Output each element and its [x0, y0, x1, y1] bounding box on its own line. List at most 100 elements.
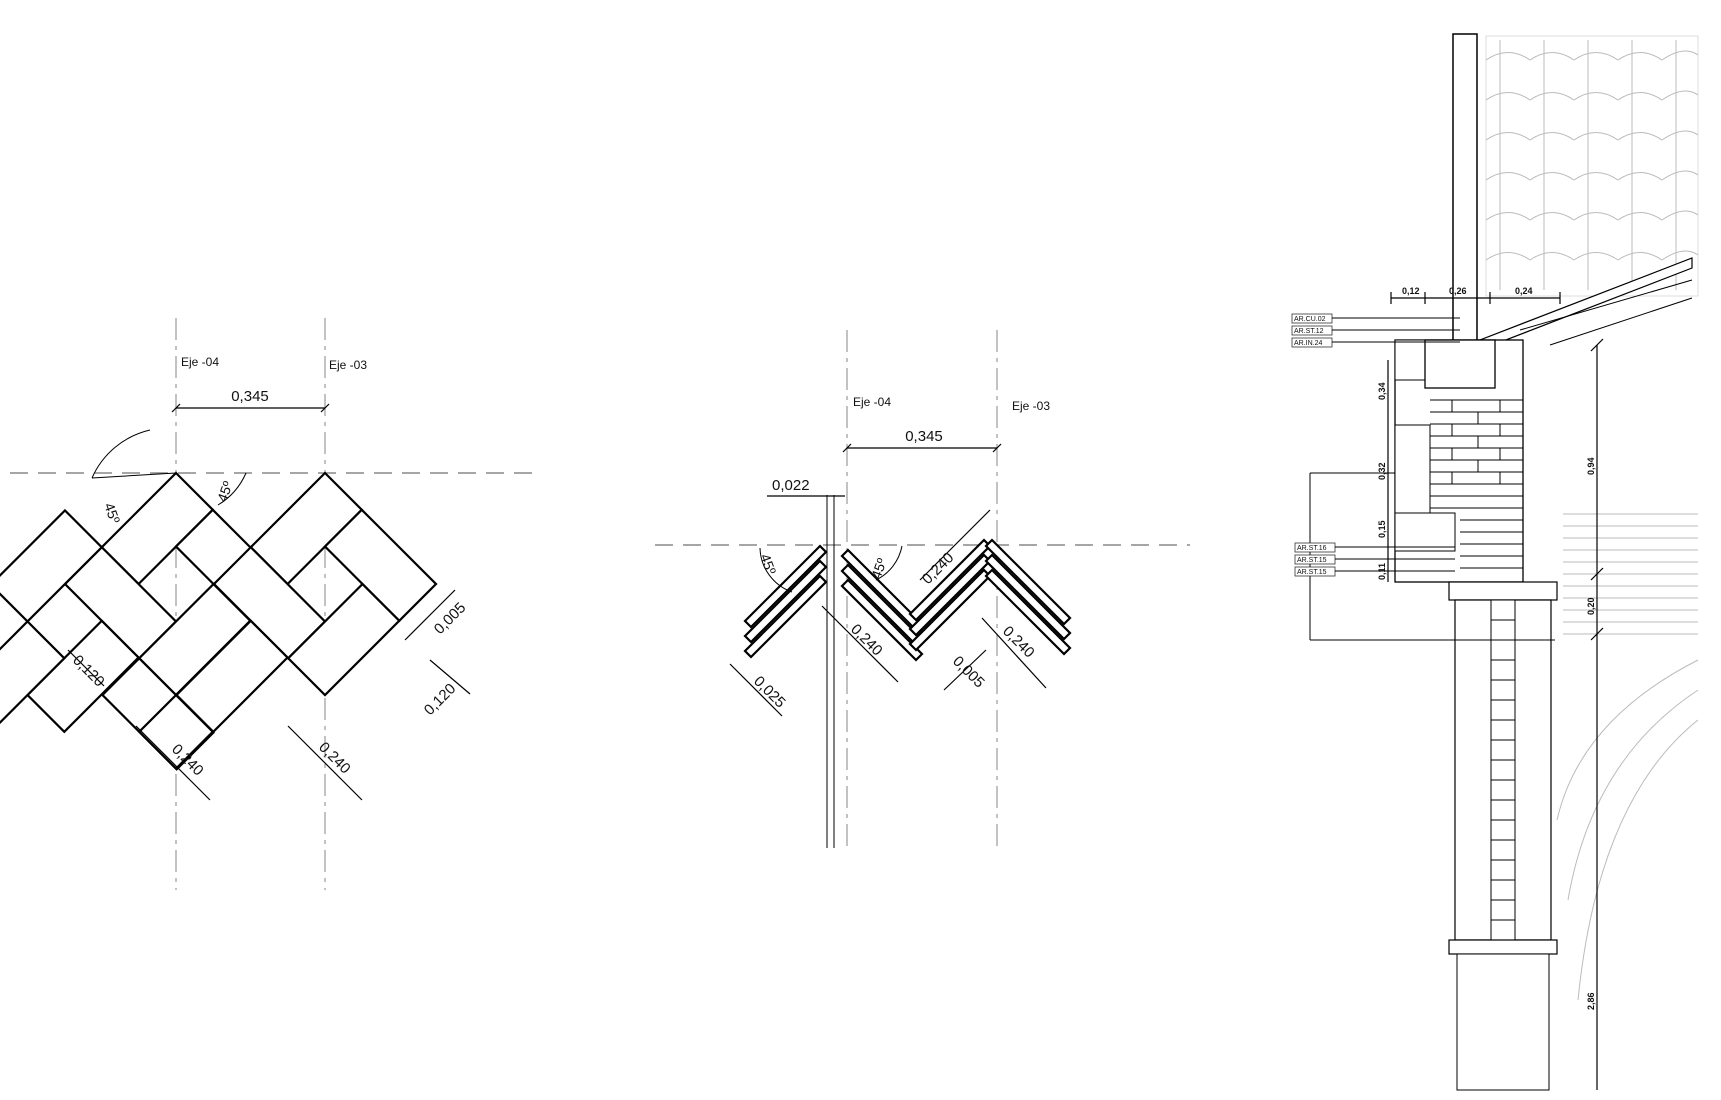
dimension-tick: [1590, 627, 1604, 641]
dimension-brick-length-right: 0,240: [315, 739, 354, 778]
column-lower: [1456, 953, 1550, 1091]
dimension-line-joint: [404, 589, 456, 641]
wall-notch: [1424, 339, 1496, 389]
brick: [0, 508, 104, 624]
dimension-line-length-a: [821, 605, 899, 683]
brick-wall: [1394, 339, 1524, 583]
hatch-lines: [1563, 513, 1698, 635]
wall-cornice: [1394, 512, 1456, 552]
dimension-tick: [1590, 338, 1604, 352]
dimension-line-length-c: [981, 617, 1047, 689]
dimension-line-brick-width-left: [67, 649, 105, 687]
axis-label-eje-03: Eje -03: [1012, 399, 1050, 413]
angle-leg: [91, 472, 177, 479]
dimension-joint: 0,005: [431, 599, 470, 638]
dimension-line-joint: [943, 649, 987, 691]
brick-courses: [1430, 399, 1523, 569]
arch-curve: [1567, 689, 1699, 901]
ref-tag-ar-st-15-b: AR.ST.15: [1297, 569, 1327, 576]
board: [743, 574, 828, 659]
angle-label-left: 45º: [757, 552, 779, 577]
dimension-line-brick-length-right: [287, 725, 363, 801]
column-capital: [1448, 581, 1558, 601]
dimension-gap: 0,022: [772, 477, 810, 494]
reference-tag-group-top: AR.CU.02 AR.ST.12 AR.IN.24: [1291, 313, 1460, 348]
dim-0-32: 0,32: [1377, 462, 1387, 480]
board: [984, 568, 1072, 656]
brick: [0, 619, 66, 735]
top-dim-3: 0,24: [1515, 286, 1533, 296]
dimension-thickness: 0,025: [750, 673, 789, 712]
ref-tag-ar-cu-02: AR.CU.02: [1294, 316, 1326, 323]
dim-0-11: 0,11: [1377, 563, 1387, 580]
roof-line: [1549, 297, 1693, 346]
wall-elevation-panel: 0,12 0,26 0,24 AR.CU.02 AR.ST.12 AR.IN.2…: [1291, 33, 1699, 1091]
angle-arc-left: [91, 429, 151, 479]
board: [743, 544, 828, 629]
tile-row: [1485, 130, 1699, 141]
top-dim-1: 0,12: [1402, 286, 1420, 296]
dimension-line-brick-width-right: [429, 659, 471, 695]
reference-tag-group-middle: AR.ST.16 AR.ST.15 AR.ST.15: [1294, 472, 1555, 641]
herringbone-plan-panel: Eje -04 Eje -03 0,345 45º: [0, 318, 540, 890]
dimension-axis-spacing: 0,345: [231, 388, 269, 405]
tile-row: [1485, 90, 1699, 101]
dimension-joint: 0,005: [949, 653, 988, 692]
angle-label-left: 45º: [101, 501, 123, 526]
top-dim-2: 0,26: [1449, 286, 1467, 296]
arch-curve: [1577, 719, 1699, 1001]
roof-line: [1519, 279, 1693, 331]
ref-tag-ar-st-16: AR.ST.16: [1297, 545, 1327, 552]
board: [840, 578, 924, 662]
dim-0-15: 0,15: [1377, 520, 1387, 538]
dimension-tick: [320, 403, 330, 413]
column: [1448, 581, 1558, 1091]
dim-2-86: 2,86: [1586, 992, 1596, 1010]
dimension-line-thickness: [729, 663, 783, 717]
dimension-tick: [992, 443, 1002, 453]
dimension-axis-spacing: 0,345: [905, 428, 943, 445]
section-boards-chevron: [840, 538, 1072, 662]
dimension-tick: [1590, 567, 1604, 581]
arch-curve: [1556, 659, 1699, 821]
ref-tag-ar-st-12: AR.ST.12: [1294, 328, 1324, 335]
section-boards-left: [743, 544, 828, 659]
roof-tiles: [1485, 35, 1699, 297]
angle-arc-right: [875, 545, 903, 581]
brick-joints: [1451, 400, 1501, 484]
background-brick-hatch: [1563, 513, 1698, 635]
wall-step: [1394, 339, 1426, 381]
dimension-tick: [842, 443, 852, 453]
dim-0-20: 0,20: [1586, 597, 1596, 615]
board: [984, 553, 1072, 641]
dimension-length-c: 0,240: [999, 623, 1038, 662]
tile-row: [1485, 170, 1699, 181]
tile-row: [1485, 210, 1699, 221]
column-base: [1448, 939, 1558, 955]
wall-recess: [1394, 424, 1431, 514]
tile-row: [1485, 250, 1699, 261]
tile-columns: [1499, 40, 1677, 290]
angle-arc-right: [217, 472, 247, 506]
board: [743, 559, 828, 644]
brick: [286, 582, 401, 697]
dimension-length-a: 0,240: [847, 621, 886, 660]
angle-label-right: 45º: [868, 556, 890, 581]
axis-label-eje-03: Eje -03: [329, 358, 367, 372]
dimension-line-brick-length-left: [135, 725, 211, 801]
dim-0-94: 0,94: [1586, 457, 1596, 475]
ref-tag-ar-st-15-a: AR.ST.15: [1297, 557, 1327, 564]
dimension-line-length-b: [919, 509, 991, 581]
brick: [174, 619, 290, 734]
board: [984, 538, 1072, 626]
dim-0-34: 0,34: [1377, 382, 1387, 400]
dimension-tick: [171, 403, 181, 413]
angle-label-right: 45º: [214, 479, 236, 504]
herringbone-bricks-right: [174, 471, 438, 734]
dimension-brick-width-right: 0,120: [421, 680, 460, 719]
tile-row: [1485, 50, 1699, 61]
vertical-post: [1452, 33, 1478, 355]
herringbone-section-panel: Eje -04 Eje -03 0,345 0,022 45º: [655, 330, 1190, 850]
angle-arc-left: [759, 547, 793, 593]
